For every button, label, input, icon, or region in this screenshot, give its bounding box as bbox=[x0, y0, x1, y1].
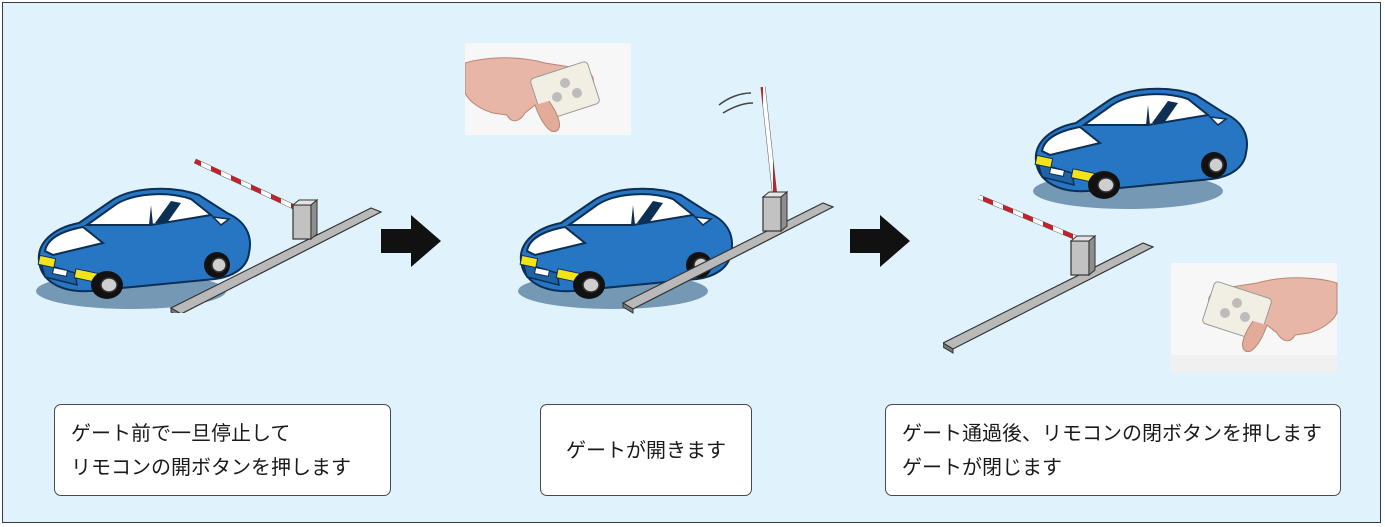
gate-post bbox=[762, 191, 788, 232]
gate-barrier-icon bbox=[194, 159, 308, 215]
gate-barrier-icon bbox=[978, 195, 1080, 241]
remote-hand-photo bbox=[1171, 263, 1338, 373]
scene-close bbox=[943, 87, 1249, 354]
caption-step-1: ゲート前で一旦停止して リモコンの開ボタンを押します bbox=[54, 404, 391, 496]
caption-line: リモコンの開ボタンを押します bbox=[71, 455, 351, 479]
caption-line: ゲート前で一旦停止して bbox=[71, 421, 291, 445]
caption-line: ゲートが閉じます bbox=[902, 455, 1062, 479]
car-icon bbox=[1032, 87, 1249, 210]
arrow-right-icon bbox=[850, 215, 910, 267]
gate-base bbox=[943, 242, 1154, 354]
car-icon bbox=[517, 187, 734, 310]
arrow-right-icon bbox=[381, 215, 441, 267]
scene-stop bbox=[35, 158, 382, 313]
scene-open bbox=[517, 86, 834, 314]
caption-step-3: ゲート通過後、リモコンの閉ボタンを押します ゲートが閉じます bbox=[885, 404, 1341, 496]
caption-step-2: ゲートが開きます bbox=[540, 404, 752, 496]
gate-post bbox=[1070, 235, 1096, 276]
gate-post bbox=[292, 199, 318, 240]
caption-line: ゲートが開きます bbox=[566, 438, 726, 462]
caption-line: ゲート通過後、リモコンの閉ボタンを押します bbox=[902, 421, 1322, 445]
gate-barrier-icon bbox=[761, 86, 777, 198]
